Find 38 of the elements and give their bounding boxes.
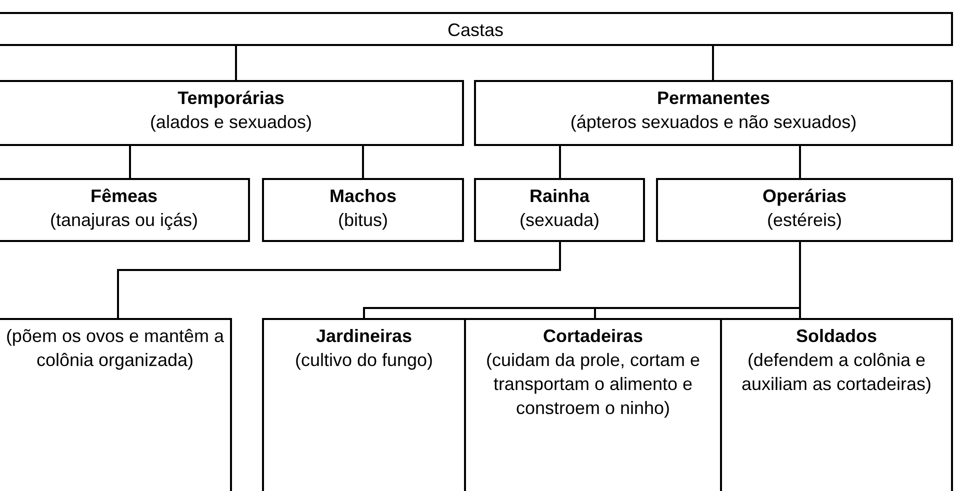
caste-box	[0, 178, 250, 242]
caste-description: (sexuada)	[519, 209, 600, 232]
caste-description: (cuidam da prole, cortam e transportam o alimento e constroem o ninho)	[484, 349, 702, 420]
caste-name: Fêmeas	[90, 185, 158, 208]
caste-box	[0, 80, 464, 146]
connector-line	[799, 242, 801, 318]
connector-line	[117, 242, 561, 318]
caste-description: (bitus)	[338, 209, 388, 232]
connector-line	[235, 46, 237, 80]
caste-box	[474, 178, 645, 242]
caste-description: (põem os ovos e mantêm a colônia organizada)	[4, 325, 226, 372]
caste-description: Castas	[447, 19, 504, 42]
connector-line	[799, 146, 801, 178]
caste-name: Operárias	[762, 185, 847, 208]
caste-name: Machos	[329, 185, 397, 208]
caste-name: Permanentes	[656, 87, 770, 110]
caste-box	[474, 80, 953, 146]
caste-box	[720, 318, 953, 491]
caste-name: Rainha	[529, 185, 590, 208]
caste-description: (tanajuras ou içás)	[50, 209, 198, 232]
caste-description: (ápteros sexuados e não sexuados)	[570, 111, 857, 134]
caste-name: Jardineiras	[316, 325, 412, 348]
connector-line	[362, 146, 364, 178]
connector-line	[712, 46, 714, 80]
caste-name: Cortadeiras	[542, 325, 644, 348]
caste-name: Soldados	[796, 325, 877, 348]
caste-box	[0, 12, 953, 46]
caste-box	[262, 318, 466, 491]
caste-description: (estéreis)	[766, 209, 842, 232]
connector-line	[559, 146, 561, 178]
caste-description: (cultivo do fungo)	[294, 349, 434, 372]
connector-line	[129, 146, 131, 178]
caste-box	[262, 178, 464, 242]
caste-name: Temporárias	[178, 87, 284, 110]
caste-box	[0, 318, 232, 491]
caste-description: (alados e sexuados)	[150, 111, 312, 134]
caste-description: (defendem a colônia e auxiliam as cortadeiras)	[740, 349, 933, 396]
caste-box	[656, 178, 953, 242]
